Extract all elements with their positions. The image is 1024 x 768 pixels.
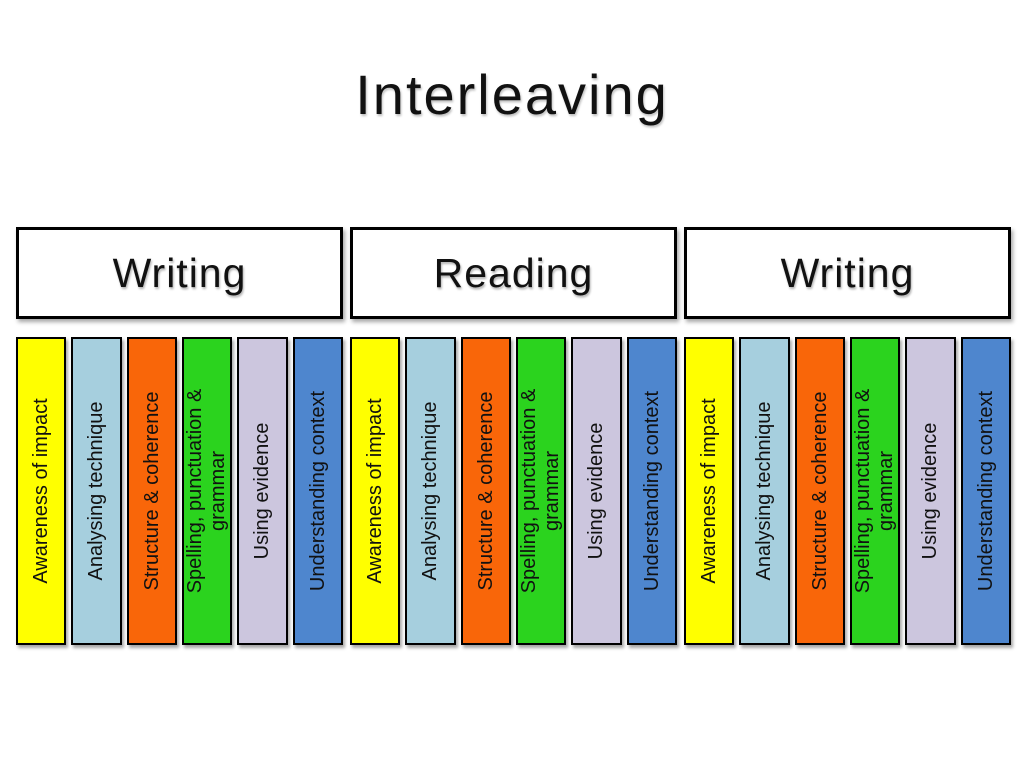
section-title: Writing: [780, 249, 915, 296]
bar-label: Awareness of impact: [697, 398, 720, 584]
bar-label: Using evidence: [918, 422, 941, 560]
bar-label: Analysing technique: [84, 401, 107, 581]
bar-label: Spelling, punctuation & grammar: [184, 388, 230, 594]
bar-label: Understanding context: [306, 390, 329, 592]
bar-analysing-technique: Analysing technique: [405, 337, 456, 645]
section-reading: Reading Awareness of impact Analysing te…: [350, 227, 677, 645]
bar-label: Understanding context: [974, 390, 997, 592]
bar-using-evidence: Using evidence: [237, 337, 288, 645]
bar-using-evidence: Using evidence: [571, 337, 622, 645]
bar-label: Structure & coherence: [140, 391, 163, 591]
bar-label: Awareness of impact: [29, 398, 52, 584]
bar-understanding-context: Understanding context: [292, 337, 343, 645]
bar-label: Analysing technique: [418, 401, 441, 581]
bar-awareness-of-impact: Awareness of impact: [350, 337, 401, 645]
bar-label: Using evidence: [584, 422, 607, 560]
bars-row: Awareness of impact Analysing technique …: [684, 337, 1011, 645]
bar-spelling-punctuation-grammar: Spelling, punctuation & grammar: [181, 337, 233, 645]
bar-using-evidence: Using evidence: [905, 337, 956, 645]
bar-understanding-context: Understanding context: [626, 337, 677, 645]
section-writing-2: Writing Awareness of impact Analysing te…: [684, 227, 1011, 645]
page-title: Interleaving: [355, 63, 669, 126]
section-title: Reading: [433, 249, 594, 296]
bar-spelling-punctuation-grammar: Spelling, punctuation & grammar: [515, 337, 567, 645]
bar-awareness-of-impact: Awareness of impact: [684, 337, 735, 645]
bar-label: Spelling, punctuation & grammar: [518, 388, 564, 594]
section-writing-1: Writing Awareness of impact Analysing te…: [16, 227, 343, 645]
bar-structure-coherence: Structure & coherence: [460, 337, 511, 645]
section-title: Writing: [112, 249, 247, 296]
bar-structure-coherence: Structure & coherence: [794, 337, 845, 645]
bar-spelling-punctuation-grammar: Spelling, punctuation & grammar: [849, 337, 901, 645]
bars-row: Awareness of impact Analysing technique …: [350, 337, 677, 645]
bar-label: Analysing technique: [752, 401, 775, 581]
bar-label: Spelling, punctuation & grammar: [852, 388, 898, 594]
bar-label: Structure & coherence: [474, 391, 497, 591]
bar-awareness-of-impact: Awareness of impact: [16, 337, 67, 645]
section-header: Writing: [684, 227, 1011, 319]
bar-label: Understanding context: [640, 390, 663, 592]
sections-container: Writing Awareness of impact Analysing te…: [16, 227, 1011, 645]
section-header: Reading: [350, 227, 677, 319]
bar-analysing-technique: Analysing technique: [739, 337, 790, 645]
section-header: Writing: [16, 227, 343, 319]
bar-label: Awareness of impact: [363, 398, 386, 584]
bar-analysing-technique: Analysing technique: [71, 337, 122, 645]
bar-structure-coherence: Structure & coherence: [126, 337, 177, 645]
bar-understanding-context: Understanding context: [960, 337, 1011, 645]
bar-label: Structure & coherence: [808, 391, 831, 591]
bar-label: Using evidence: [250, 422, 273, 560]
bars-row: Awareness of impact Analysing technique …: [16, 337, 343, 645]
